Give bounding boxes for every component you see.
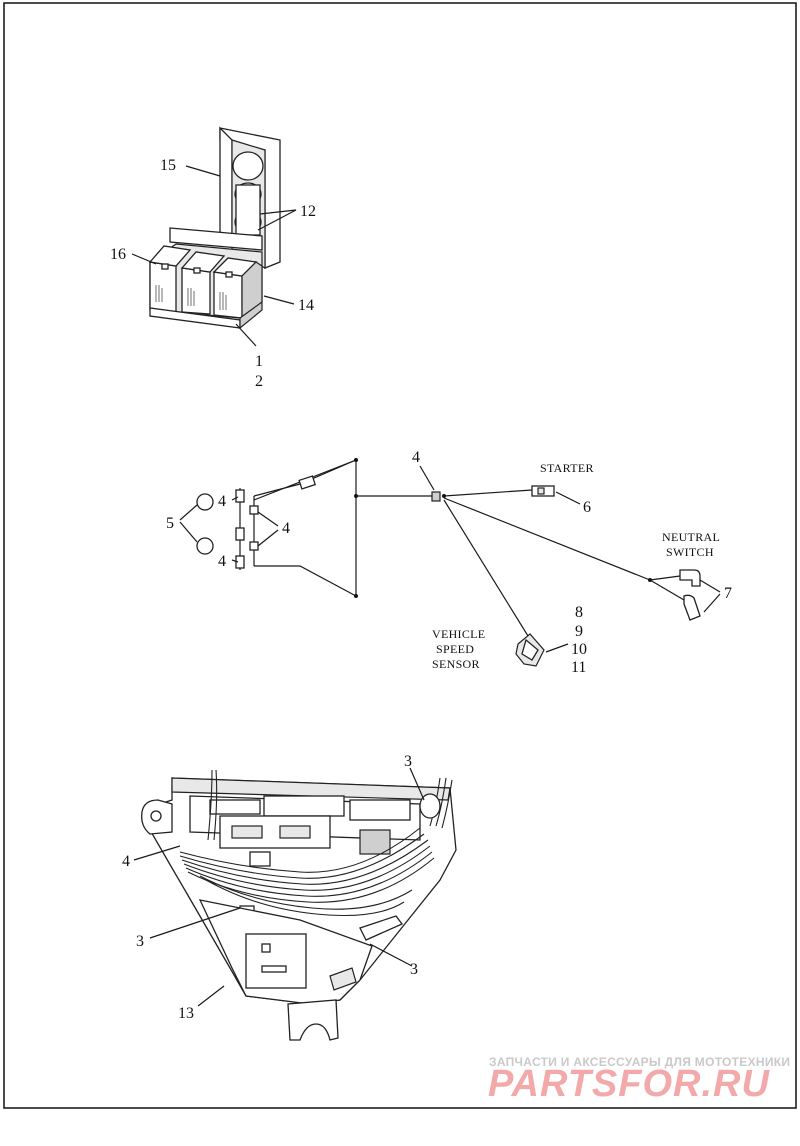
callout-3-left: 3 <box>136 933 144 950</box>
vss-label-2: SPEED <box>436 642 474 656</box>
callout-3-right: 3 <box>410 961 418 978</box>
starter-label: STARTER <box>540 461 594 475</box>
callout-11: 11 <box>571 659 586 676</box>
watermark-brand: PARTSFOR.RU <box>488 1063 770 1105</box>
callout-10: 10 <box>571 641 587 658</box>
callout-4-housing: 4 <box>122 853 130 870</box>
vss-label-3: SENSOR <box>432 657 480 671</box>
callout-9: 9 <box>575 623 583 640</box>
page-border <box>3 2 797 1109</box>
neutral-switch-label-1: NEUTRAL <box>662 530 720 544</box>
callout-4-bottom: 4 <box>218 553 226 570</box>
harness-housing-illustration <box>141 769 457 1041</box>
callout-15: 15 <box>160 157 176 174</box>
callout-7: 7 <box>724 585 732 602</box>
neutral-switch-label-2: SWITCH <box>666 545 714 559</box>
callout-1: 1 <box>255 353 263 370</box>
callout-8: 8 <box>575 604 583 621</box>
callout-13: 13 <box>178 1005 194 1022</box>
callout-5: 5 <box>166 515 174 532</box>
relay-assembly-illustration <box>148 126 281 330</box>
callout-14: 14 <box>298 297 314 314</box>
callout-3-top: 3 <box>404 753 412 770</box>
vss-label-1: VEHICLE <box>432 627 485 641</box>
wiring-schematic <box>196 458 701 667</box>
watermark-tagline: ЗАПЧАСТИ И АКСЕССУАРЫ ДЛЯ МОТОТЕХНИКИ <box>489 1055 790 1069</box>
callout-4-right: 4 <box>282 520 290 537</box>
callout-12: 12 <box>300 203 316 220</box>
callout-4-connector: 4 <box>412 449 420 466</box>
callout-2: 2 <box>255 373 263 390</box>
callout-16: 16 <box>110 246 126 263</box>
callout-6: 6 <box>583 499 591 516</box>
callout-4-top: 4 <box>218 493 226 510</box>
